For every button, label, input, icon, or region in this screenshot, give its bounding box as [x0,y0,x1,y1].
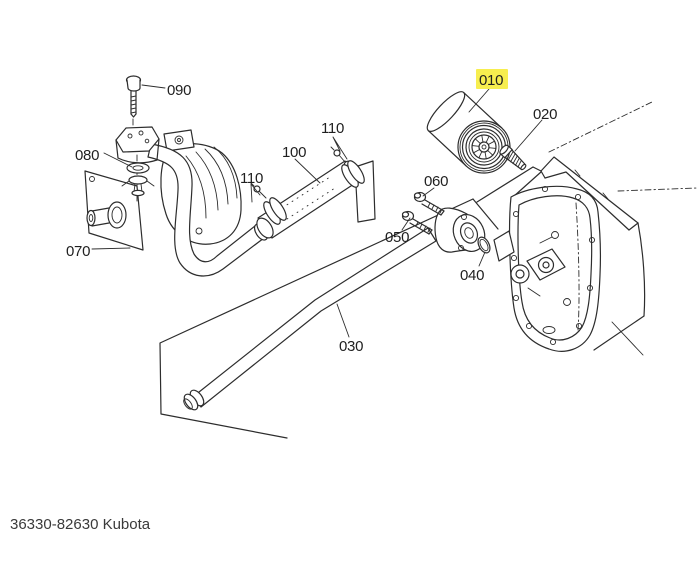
part-090-bolt [125,75,142,129]
part-label-100[interactable]: 100 [282,144,306,161]
hose-clamp-left [250,182,287,225]
leader-lines [91,84,543,338]
part-label-040[interactable]: 040 [460,267,484,284]
shaft-fitting [86,201,127,229]
drawing-number-caption: 36330-82630 Kubota [10,516,151,533]
backdrop-panel [159,198,499,439]
part-label-110-left[interactable]: 110 [240,170,263,187]
gear-case-housing [476,101,698,356]
part-label-080[interactable]: 080 [75,147,99,164]
hose-clamp-right [330,146,365,188]
part-010-filter [426,91,511,174]
part-050-bolt [401,210,433,235]
part-label-010[interactable]: 010 [479,72,503,89]
gasket-bolt-holes [510,185,596,346]
part-label-050[interactable]: 050 [385,229,409,246]
part-label-020[interactable]: 020 [533,106,557,123]
part-070-pump-assembly [84,126,269,277]
part-label-060[interactable]: 060 [424,173,448,190]
part-label-030[interactable]: 030 [339,338,363,355]
part-label-110-right[interactable]: 110 [321,120,344,137]
highlight-010 [476,69,508,89]
part-040-oring [477,236,491,254]
pump-body [160,129,242,245]
part-label-090[interactable]: 090 [167,82,191,99]
labels: 010 020 030 040 050 060 070 080 090 100 … [66,69,557,355]
part-020-fitting [499,144,527,171]
elbow-flange [434,207,486,253]
part-030-pipe [183,227,437,411]
part-label-070[interactable]: 070 [66,243,90,260]
part-060-bolt [413,191,445,216]
part-110-clamps [250,146,365,225]
part-080-washers [121,154,155,202]
